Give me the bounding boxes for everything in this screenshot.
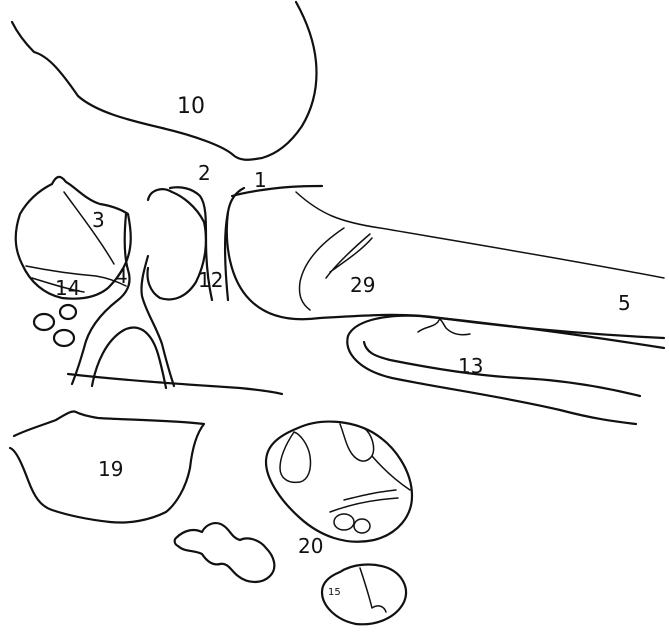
label-1: 1 [254, 170, 267, 190]
label-4: 4 [115, 266, 128, 286]
label-20: 20 [298, 536, 323, 556]
outline-4-right [141, 256, 174, 386]
outline-5-upper [296, 192, 664, 278]
outline-20-inner-a [280, 432, 311, 482]
outline-29-top [232, 186, 322, 196]
outline-29-inner [299, 228, 344, 310]
circle-a [34, 314, 54, 330]
circle-c [54, 330, 74, 346]
outline-15-split [360, 568, 386, 612]
label-13: 13 [458, 356, 483, 376]
circle-20-a [334, 514, 354, 530]
label-10: 10 [177, 96, 205, 118]
outline-13-inner [364, 342, 640, 396]
label-15: 15 [328, 588, 341, 598]
outline-29-fold [326, 234, 372, 278]
label-19: 19 [98, 459, 123, 479]
outline-13-outer [347, 316, 664, 424]
label-5: 5 [618, 293, 631, 313]
label-14: 14 [55, 278, 80, 298]
circle-20-b [354, 519, 370, 533]
circle-b [60, 305, 76, 319]
base-line [68, 374, 282, 394]
outline-3-inner [64, 192, 114, 264]
label-29: 29 [350, 275, 375, 295]
outline-20-inner-c [330, 456, 410, 512]
outline-10 [12, 2, 316, 160]
label-12: 12 [198, 270, 223, 290]
label-2: 2 [198, 163, 211, 183]
outline-wavy [175, 523, 275, 582]
label-3: 3 [92, 210, 105, 230]
